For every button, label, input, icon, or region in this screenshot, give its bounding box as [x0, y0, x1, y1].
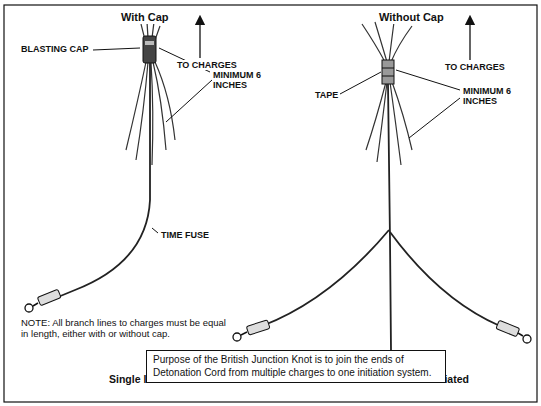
part-label: TAPE	[314, 90, 339, 100]
dimension-label: MINIMUM 6 INCHES	[212, 70, 266, 91]
fuse-igniter	[25, 289, 61, 312]
direction-arrow	[469, 20, 470, 60]
dimension-label: MINIMUM 6 INCHES	[462, 86, 516, 107]
direction-label: TO CHARGES	[444, 62, 506, 72]
direction-label: TO CHARGES	[176, 60, 238, 70]
purpose-box: Purpose of the British Junction Knot is …	[146, 350, 446, 383]
part-label: TIME FUSE	[160, 230, 210, 240]
note-text: NOTE: All branch lines to charges must b…	[20, 318, 227, 340]
frame	[4, 5, 537, 402]
tape-wrap	[382, 60, 394, 84]
direction-arrow	[199, 20, 200, 58]
leader-line	[340, 70, 460, 138]
leader-line	[93, 48, 212, 233]
cap-band	[145, 41, 154, 45]
heading: With Cap	[120, 11, 170, 24]
fuse-igniter	[233, 320, 531, 343]
det-cord	[262, 84, 500, 350]
time-fuse	[58, 63, 150, 297]
blasting-cap	[143, 36, 156, 63]
part-label: BLASTING CAP	[20, 44, 90, 54]
purpose-text: Purpose of the British Junction Knot is …	[153, 354, 439, 379]
heading: Without Cap	[378, 11, 445, 24]
det-cord-strands	[362, 22, 412, 165]
